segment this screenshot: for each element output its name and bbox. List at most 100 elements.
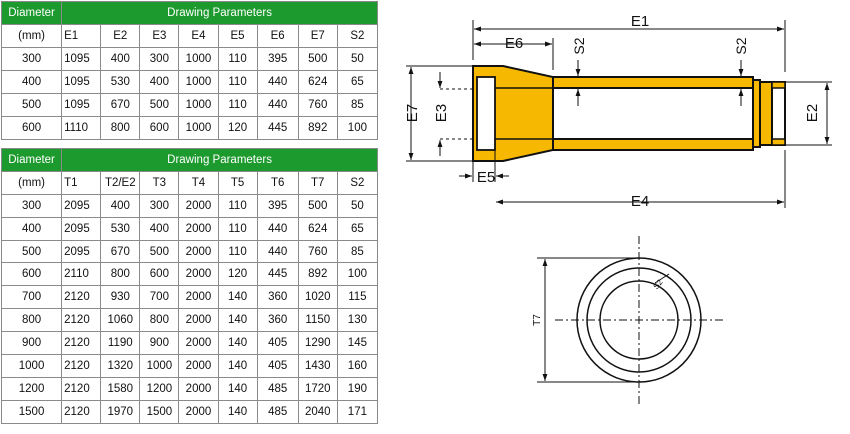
table-cell: 1095 xyxy=(61,47,102,71)
dimension-e5 xyxy=(459,151,509,182)
column-header: (mm) xyxy=(0,24,63,48)
table-subheader-row: (mm) T1 T2/E2 T3 T4 T5 T6 T7 S2 xyxy=(0,170,379,195)
pipe-cross-section xyxy=(537,236,724,404)
table-cell: 500 xyxy=(297,193,338,218)
table-cell: 140 xyxy=(217,376,258,401)
spigot-end xyxy=(771,81,786,146)
table-cell: 2120 xyxy=(61,331,102,356)
spigot-end-bottom xyxy=(771,138,786,146)
table-cell: 440 xyxy=(256,70,299,94)
table-cell: 2110 xyxy=(61,262,102,287)
table-cell: 1200 xyxy=(0,376,63,401)
table-cell: 2000 xyxy=(178,262,219,287)
table-cell: 892 xyxy=(297,262,338,287)
table-cell: 2000 xyxy=(178,308,219,333)
table-cell: 1190 xyxy=(100,331,141,356)
table-cell: 1200 xyxy=(139,376,180,401)
table-cell: 1000 xyxy=(178,116,219,140)
dimension-e7 xyxy=(406,65,472,162)
table-cell: 440 xyxy=(256,93,299,117)
table-cell: 600 xyxy=(0,262,63,287)
table-cell: 445 xyxy=(256,262,299,287)
dimension-t7 xyxy=(537,257,639,383)
table-cell: 700 xyxy=(0,285,63,310)
table-cell: 600 xyxy=(139,262,180,287)
table-cell: 760 xyxy=(297,239,338,264)
parameters-table-e: Diameter Drawing Parameters (mm) E1 E2 E… xyxy=(0,1,379,140)
spigot-step-2 xyxy=(759,81,773,146)
table-cell: 50 xyxy=(336,47,379,71)
table-cell: 2095 xyxy=(61,193,102,218)
table-cell: 395 xyxy=(256,47,299,71)
table-cell: 1320 xyxy=(100,354,141,378)
table-cell: 1000 xyxy=(178,93,219,117)
column-header: E3 xyxy=(139,24,180,48)
table-cell: 360 xyxy=(256,308,299,333)
table-cell: 530 xyxy=(100,216,141,241)
table-cell: 500 xyxy=(297,47,338,71)
table-cell: 2040 xyxy=(297,399,338,424)
table-cell: 360 xyxy=(256,285,299,310)
table-cell: 500 xyxy=(139,239,180,264)
table-cell: 600 xyxy=(0,116,63,140)
column-header: E2 xyxy=(100,24,141,48)
table-cell: 140 xyxy=(217,285,258,310)
table-cell: 1150 xyxy=(297,308,338,333)
table-title-row: Diameter Drawing Parameters xyxy=(0,148,378,172)
table-cell: 800 xyxy=(0,308,63,333)
table-cell: 445 xyxy=(256,116,299,140)
column-header: E7 xyxy=(297,24,338,48)
table-cell: 2120 xyxy=(61,308,102,333)
table-cell: 1020 xyxy=(297,285,338,310)
table-cell: 440 xyxy=(256,216,299,241)
table-cell: 892 xyxy=(297,116,338,140)
label-e7: E7 xyxy=(404,104,421,122)
parameters-table-t: Diameter Drawing Parameters (mm) T1 T2/E… xyxy=(0,148,379,424)
table-cell: 485 xyxy=(256,376,299,401)
label-e6: E6 xyxy=(505,35,523,52)
table-cell: 2000 xyxy=(178,193,219,218)
dimension-e3 xyxy=(437,72,476,156)
column-header: E1 xyxy=(61,24,102,48)
table-cell: 400 xyxy=(0,216,63,241)
table-cell: 500 xyxy=(0,239,63,264)
table-cell: 2000 xyxy=(178,285,219,310)
column-header: T1 xyxy=(61,170,102,195)
table-cell: 110 xyxy=(217,239,258,264)
pipe-wall-bottom xyxy=(552,138,754,151)
table-cell: 110 xyxy=(217,193,258,218)
diameter-header: Diameter xyxy=(0,148,63,172)
table-cell: 1500 xyxy=(0,399,63,424)
table-cell: 405 xyxy=(256,331,299,356)
table-cell: 1290 xyxy=(297,331,338,356)
table-cell: 2000 xyxy=(178,376,219,401)
table-cell: 400 xyxy=(139,70,180,94)
table-cell: 190 xyxy=(336,376,379,401)
table-cell: 624 xyxy=(297,70,338,94)
table-cell: 500 xyxy=(0,93,63,117)
table-cell: 2120 xyxy=(61,399,102,424)
column-header: T5 xyxy=(217,170,258,195)
table-cell: 1000 xyxy=(139,354,180,378)
column-header: E6 xyxy=(256,24,299,48)
drawing-parameters-header: Drawing Parameters xyxy=(61,148,378,172)
table-cell: 1095 xyxy=(61,93,102,117)
table-cell: 760 xyxy=(297,93,338,117)
table-cell: 2120 xyxy=(61,354,102,378)
table-cell: 2095 xyxy=(61,216,102,241)
table-cell: 800 xyxy=(100,116,141,140)
table-cell: 300 xyxy=(139,47,180,71)
table-cell: 1000 xyxy=(0,354,63,378)
label-e4: E4 xyxy=(631,193,649,210)
column-header: T6 xyxy=(256,170,299,195)
